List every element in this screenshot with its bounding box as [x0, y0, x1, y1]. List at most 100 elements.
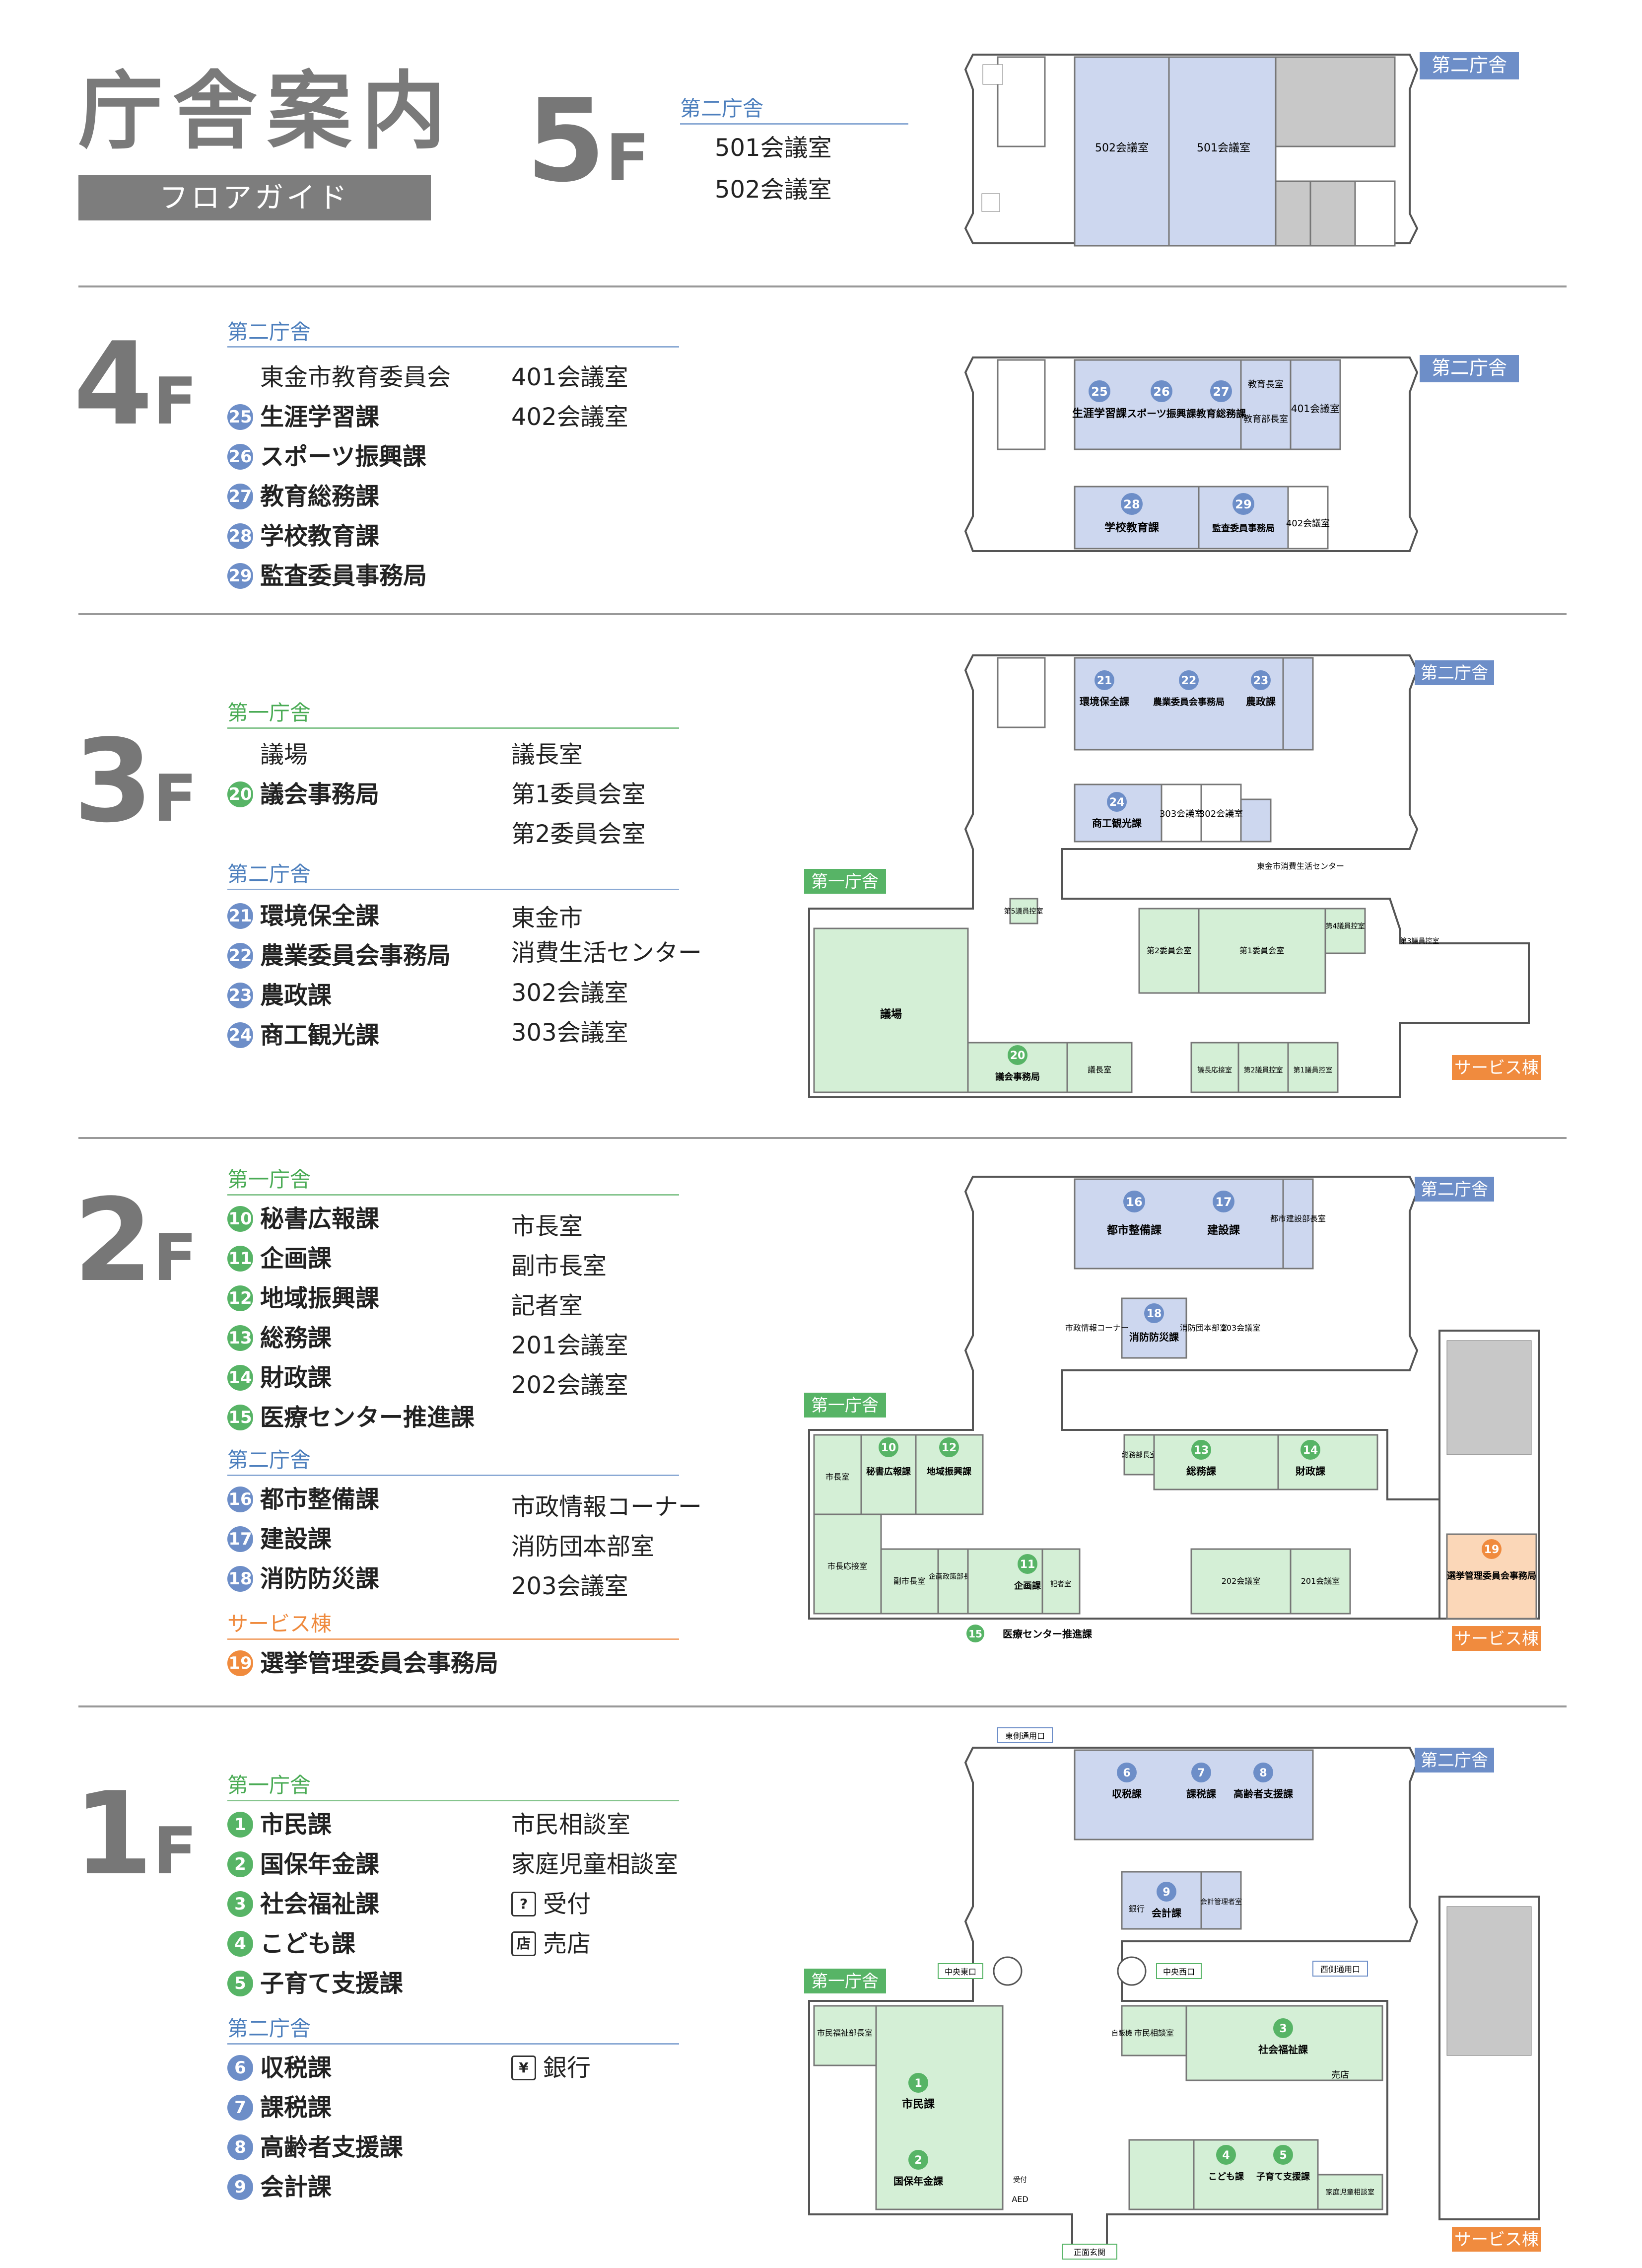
section-head: 第一庁舎	[227, 1773, 311, 1797]
map-label: 国保年金課	[893, 2175, 944, 2187]
map-room	[1009, 898, 1038, 924]
map-label: 26	[1153, 385, 1169, 399]
list-item: 第2委員会室	[511, 820, 646, 848]
map-room	[1240, 359, 1292, 450]
map-room	[1193, 2139, 1319, 2210]
page-subtitle: フロアガイド	[78, 175, 431, 220]
floor-label-2f: 2F	[73, 1184, 197, 1298]
list-item-label: 都市整備課	[260, 1486, 380, 1513]
map-label: 28	[1123, 497, 1140, 511]
section-line	[227, 2043, 679, 2045]
map-room	[1324, 908, 1366, 954]
map-label: 5	[1279, 2149, 1287, 2162]
map-label: スポーツ振興課	[1127, 408, 1197, 420]
floor-divider	[78, 1705, 1567, 1707]
list-item-label: 秘書広報課	[260, 1205, 380, 1233]
map-room	[804, 1393, 886, 1418]
map-label: 17	[1215, 1195, 1232, 1209]
map-marker	[1121, 493, 1143, 515]
map-room	[1446, 1906, 1532, 2056]
section-line	[227, 1475, 679, 1476]
list-item: 302会議室	[511, 979, 628, 1007]
map-room	[997, 657, 1046, 728]
list-item-label: 市民課	[260, 1811, 332, 1839]
list-item-label: 消防防災課	[260, 1565, 380, 1593]
list-item-label: 国保年金課	[260, 1850, 380, 1878]
map-label: 会計課	[1152, 1907, 1182, 1919]
map-room	[1041, 1548, 1081, 1615]
map-label: 正面玄関	[1074, 2248, 1105, 2257]
section-head: 第二庁舎	[227, 320, 311, 344]
map-label: 第5議員控室	[1004, 907, 1043, 916]
list-item: 401会議室	[511, 363, 628, 391]
map-label: 子育て支援課	[1256, 2171, 1310, 2182]
number-badge-icon: 24	[227, 1022, 253, 1048]
map-marker	[1018, 1554, 1037, 1574]
map-room	[1275, 56, 1396, 147]
map-room	[1420, 355, 1519, 382]
map-label: 第1議員控室	[1294, 1066, 1333, 1074]
map-room	[1074, 1178, 1284, 1270]
map-room	[1287, 1042, 1339, 1093]
floor-map-4f: 25 生涯学習課 26 スポーツ振興課 27 教育総務課 教育長室 教育部長室 …	[964, 355, 1519, 552]
floor-divider	[78, 285, 1567, 287]
map-room	[1312, 1961, 1368, 1977]
map-room	[997, 1727, 1053, 1743]
map-label: 20	[1010, 1050, 1026, 1062]
floor-label-text: F	[153, 1813, 197, 1889]
map-label: こども課	[1208, 2171, 1244, 2182]
section-head: 第二庁舎	[680, 96, 764, 121]
list-item: 市長室	[511, 1212, 583, 1240]
map-room	[1287, 486, 1329, 550]
list-item-label: こども課	[260, 1930, 356, 1958]
map-room	[1123, 1434, 1155, 1476]
number-badge-icon: 11	[227, 1246, 253, 1272]
list-item: 21 環境保全課	[227, 896, 451, 936]
map-room	[1074, 359, 1242, 450]
list-2f-2-right: 市政情報コーナー 消防団本部室 203会議室	[511, 1487, 702, 1606]
room-label: 501会議室	[1197, 142, 1250, 154]
map-label: 自販機	[1111, 2030, 1132, 2038]
map-room	[1452, 1626, 1541, 1651]
number-badge-icon: 25	[227, 404, 253, 430]
section-head: 第二庁舎	[227, 1448, 311, 1472]
map-label: 18	[1147, 1308, 1162, 1320]
map-label: 総務部長室	[1122, 1451, 1157, 1459]
map-label: 高齢者支援課	[1233, 1788, 1294, 1800]
map-label: 6	[1123, 1767, 1130, 1779]
list-1f-2-right: ¥銀行	[511, 2048, 591, 2088]
list-1f-1-right: 市民相談室 家庭児童相談室 ?受付 店売店	[511, 1805, 678, 1964]
map-marker	[1191, 1440, 1211, 1460]
number-badge-icon: 4	[227, 1931, 253, 1957]
restroom-icon	[982, 64, 1003, 85]
map-label: 第2議員控室	[1244, 1066, 1283, 1074]
map-label: 2	[914, 2154, 922, 2167]
map-marker	[879, 1437, 898, 1457]
map-label: 19	[1484, 1544, 1500, 1556]
map-room	[1198, 908, 1326, 994]
map-room	[875, 2005, 1004, 2210]
building-outline	[808, 654, 1530, 1098]
map-label: 12	[942, 1442, 957, 1454]
map-room	[1121, 1871, 1202, 1930]
map-label: 第二庁舎	[1421, 1751, 1488, 1771]
map-label: 中央西口	[1163, 1967, 1195, 1977]
number-badge-icon: 6	[227, 2055, 253, 2081]
map-label: 地域振興課	[927, 1466, 972, 1477]
map-marker	[1117, 1956, 1147, 1986]
list-item: 消防団本部室	[511, 1533, 655, 1560]
floor-label-text: F	[153, 761, 197, 836]
number-badge-icon: 21	[227, 903, 253, 929]
section-head: 第一庁舎	[227, 1167, 311, 1192]
list-item-label: 環境保全課	[260, 902, 380, 930]
map-label: 教育長室	[1248, 379, 1284, 390]
map-label: 議長応接室	[1197, 1066, 1232, 1074]
